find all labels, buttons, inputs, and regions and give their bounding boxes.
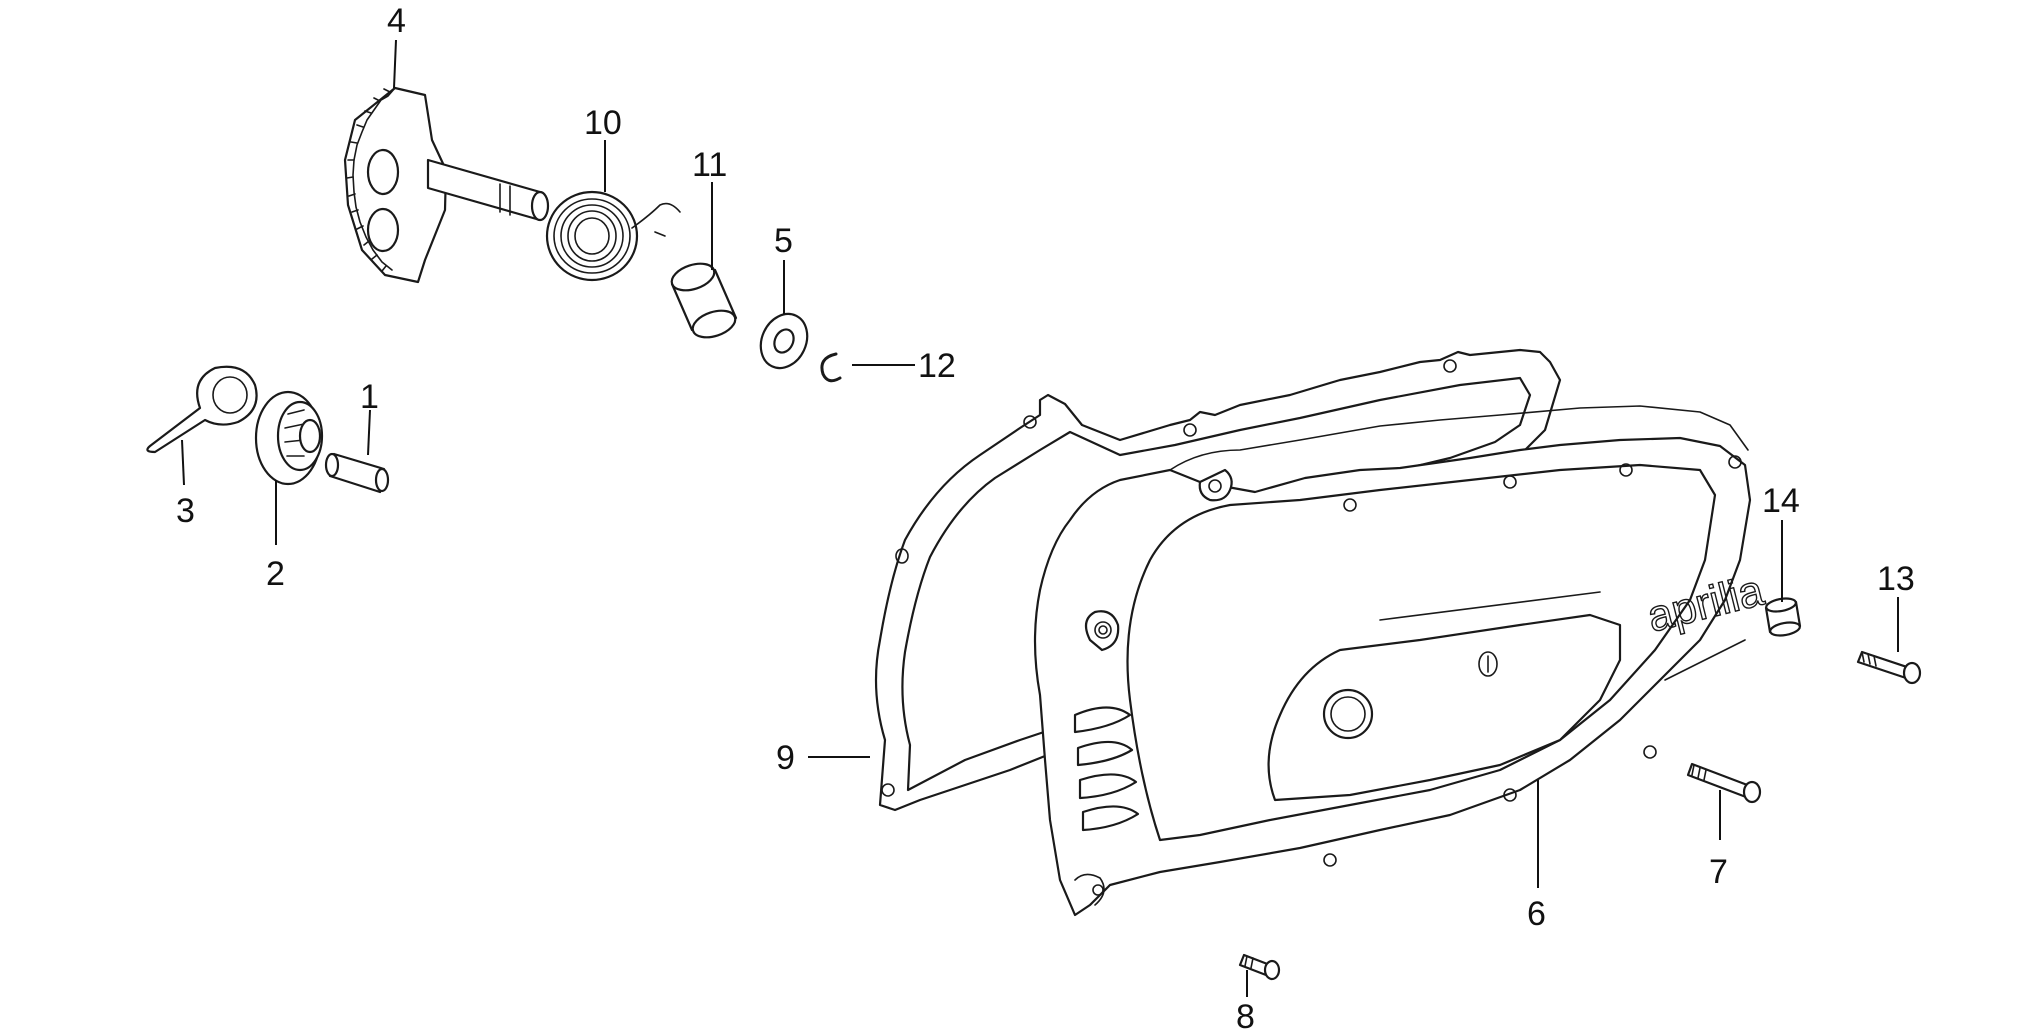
callout-11: 11 xyxy=(692,146,727,184)
part-12-circlip xyxy=(820,352,842,383)
callout-12: 12 xyxy=(918,347,956,385)
part-3-clip xyxy=(146,365,258,454)
callout-4: 4 xyxy=(387,2,406,40)
part-2-pinion xyxy=(254,390,324,486)
leader-4 xyxy=(393,39,397,89)
part-1-pin xyxy=(324,452,390,494)
callout-3: 3 xyxy=(176,492,195,530)
callout-1: 1 xyxy=(360,378,379,416)
callout-14: 14 xyxy=(1762,482,1800,520)
leader-1 xyxy=(367,409,371,456)
part-6-transmission-cover: aprilia xyxy=(1033,405,1770,917)
leader-3 xyxy=(181,439,185,486)
part-11-bushing xyxy=(670,262,738,339)
callout-9: 9 xyxy=(776,739,795,777)
part-13-bolt xyxy=(1856,650,1922,685)
part-4-kickstart-gear xyxy=(343,86,550,284)
part-7-bolt xyxy=(1686,762,1762,804)
callout-6: 6 xyxy=(1527,895,1546,933)
callout-2: 2 xyxy=(266,555,285,593)
part-10-return-spring xyxy=(545,190,681,282)
leader-lines xyxy=(181,39,1899,997)
callout-10: 10 xyxy=(584,104,622,142)
callout-13: 13 xyxy=(1877,560,1915,598)
part-5-washer xyxy=(759,312,809,370)
callout-8: 8 xyxy=(1236,998,1255,1031)
callout-labels: 1 2 3 4 5 6 7 8 9 10 11 12 13 14 xyxy=(176,2,1915,1031)
part-14-spacer xyxy=(1764,597,1802,637)
callout-5: 5 xyxy=(774,222,793,260)
part-8-screw xyxy=(1238,953,1281,981)
callout-7: 7 xyxy=(1709,853,1728,891)
